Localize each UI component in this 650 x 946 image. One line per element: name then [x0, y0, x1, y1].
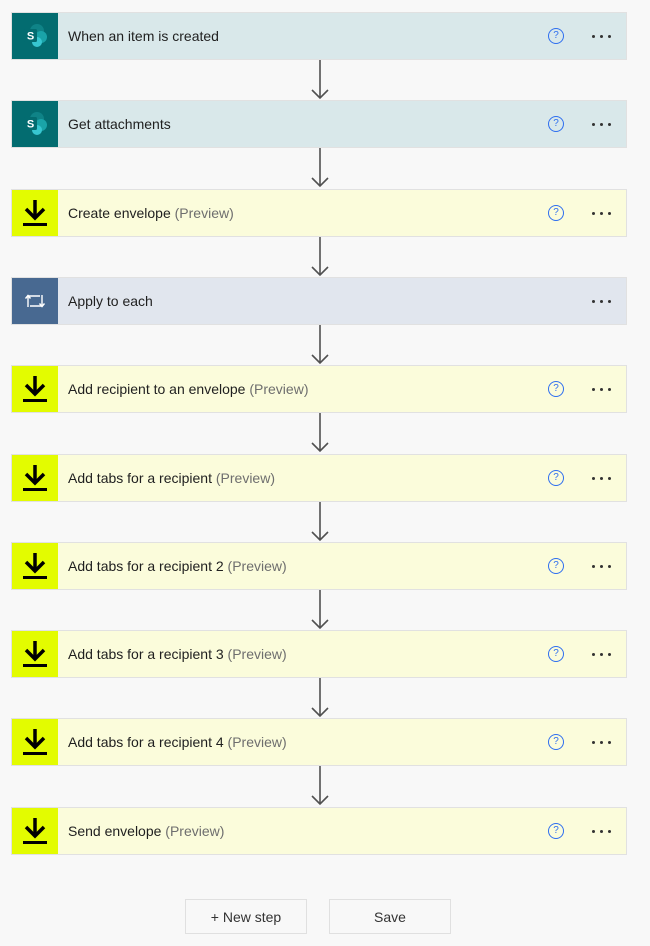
step-title: Add recipient to an envelope (Preview): [68, 381, 309, 397]
arrow-down-icon: [310, 325, 330, 370]
more-options-icon[interactable]: [590, 203, 613, 223]
flow-step-card[interactable]: Add tabs for a recipient 4 (Preview)?: [11, 718, 627, 766]
step-title: Add tabs for a recipient 3 (Preview): [68, 646, 287, 662]
arrow-down-icon: [310, 237, 330, 282]
flow-step-card[interactable]: Add tabs for a recipient 3 (Preview)?: [11, 630, 627, 678]
help-icon[interactable]: ?: [548, 470, 564, 486]
download-icon: [12, 455, 58, 501]
arrow-down-icon: [310, 590, 330, 635]
download-icon: [12, 543, 58, 589]
loop-icon: [12, 278, 58, 324]
help-icon[interactable]: ?: [548, 28, 564, 44]
more-options-icon[interactable]: [590, 26, 613, 46]
preview-label: (Preview): [223, 558, 287, 574]
step-title: Get attachments: [68, 116, 171, 132]
step-title: Send envelope (Preview): [68, 823, 225, 839]
flow-step-card[interactable]: S When an item is created?: [11, 12, 627, 60]
preview-label: (Preview): [170, 205, 234, 221]
more-options-icon[interactable]: [590, 732, 613, 752]
arrow-down-icon: [310, 678, 330, 723]
help-icon[interactable]: ?: [548, 116, 564, 132]
sharepoint-icon: S: [12, 13, 58, 59]
save-button[interactable]: Save: [329, 899, 451, 934]
preview-label: (Preview): [211, 470, 275, 486]
step-title: Add tabs for a recipient 4 (Preview): [68, 734, 287, 750]
arrow-down-icon: [310, 148, 330, 193]
step-title: Add tabs for a recipient (Preview): [68, 470, 275, 486]
download-icon: [12, 366, 58, 412]
svg-text:S: S: [27, 119, 34, 131]
more-options-icon[interactable]: [590, 379, 613, 399]
flow-step-card[interactable]: Create envelope (Preview)?: [11, 189, 627, 237]
preview-label: (Preview): [223, 734, 287, 750]
help-icon[interactable]: ?: [548, 734, 564, 750]
step-title: Create envelope (Preview): [68, 205, 234, 221]
arrow-down-icon: [310, 766, 330, 811]
help-icon[interactable]: ?: [548, 646, 564, 662]
svg-text:S: S: [27, 31, 34, 43]
step-title: Add tabs for a recipient 2 (Preview): [68, 558, 287, 574]
more-options-icon[interactable]: [590, 291, 613, 311]
download-icon: [12, 631, 58, 677]
download-icon: [12, 190, 58, 236]
new-step-button[interactable]: + New step: [185, 899, 307, 934]
download-icon: [12, 808, 58, 854]
sharepoint-icon: S: [12, 101, 58, 147]
help-icon[interactable]: ?: [548, 381, 564, 397]
arrow-down-icon: [310, 502, 330, 547]
download-icon: [12, 719, 58, 765]
more-options-icon[interactable]: [590, 556, 613, 576]
more-options-icon[interactable]: [590, 821, 613, 841]
step-title: When an item is created: [68, 28, 219, 44]
flow-step-card[interactable]: S Get attachments?: [11, 100, 627, 148]
more-options-icon[interactable]: [590, 644, 613, 664]
preview-label: (Preview): [223, 646, 287, 662]
flow-step-card[interactable]: Add recipient to an envelope (Preview)?: [11, 365, 627, 413]
flow-step-card[interactable]: Apply to each: [11, 277, 627, 325]
arrow-down-icon: [310, 60, 330, 105]
help-icon[interactable]: ?: [548, 558, 564, 574]
flow-step-card[interactable]: Add tabs for a recipient 2 (Preview)?: [11, 542, 627, 590]
more-options-icon[interactable]: [590, 468, 613, 488]
flow-step-card[interactable]: Send envelope (Preview)?: [11, 807, 627, 855]
step-title: Apply to each: [68, 293, 153, 309]
help-icon[interactable]: ?: [548, 205, 564, 221]
arrow-down-icon: [310, 413, 330, 458]
help-icon[interactable]: ?: [548, 823, 564, 839]
preview-label: (Preview): [161, 823, 225, 839]
preview-label: (Preview): [245, 381, 309, 397]
flow-step-card[interactable]: Add tabs for a recipient (Preview)?: [11, 454, 627, 502]
more-options-icon[interactable]: [590, 114, 613, 134]
